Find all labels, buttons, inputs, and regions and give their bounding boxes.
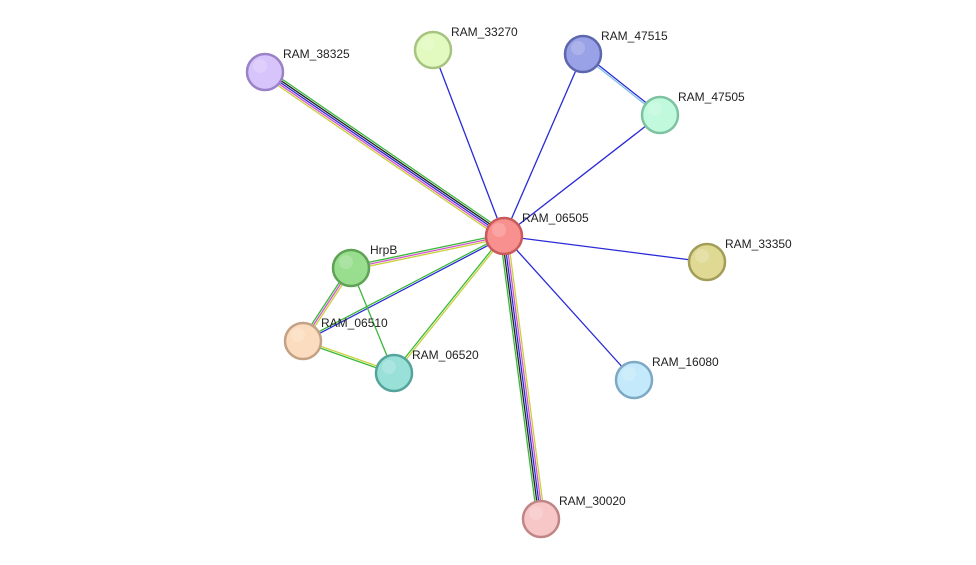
edge-RAM_06505-RAM_38325[interactable] (262, 68, 507, 240)
edge-RAM_06505-HrpB[interactable] (350, 233, 505, 271)
node-highlight (622, 367, 636, 381)
node-HrpB[interactable]: HrpB (331, 243, 397, 288)
edge-evidence-line (507, 235, 546, 519)
node-RAM_16080[interactable]: RAM_16080 (614, 355, 719, 400)
node-circle[interactable] (283, 321, 323, 361)
edge-RAM_06505-RAM_47515[interactable] (503, 53, 584, 237)
node-label: HrpB (370, 243, 397, 257)
node-RAM_06510[interactable]: RAM_06510 (283, 316, 388, 361)
edge-RAM_06505-RAM_06520[interactable] (392, 234, 506, 375)
node-label: RAM_06505 (522, 211, 589, 225)
edge-evidence-line (501, 236, 540, 520)
edge-RAM_06505-RAM_06510[interactable] (302, 234, 505, 343)
node-circle[interactable] (374, 353, 414, 393)
node-RAM_30020[interactable]: RAM_30020 (521, 494, 626, 539)
node-RAM_47515[interactable]: RAM_47515 (563, 29, 668, 74)
node-label: RAM_47515 (601, 29, 668, 43)
node-label: RAM_06520 (412, 348, 479, 362)
edge-evidence-line (392, 234, 504, 373)
edge-evidence-line (503, 235, 542, 520)
edge-RAM_06505-RAM_33270[interactable] (432, 49, 505, 237)
node-highlight (291, 328, 305, 342)
node-circle[interactable] (245, 52, 285, 92)
node-highlight (382, 360, 396, 374)
edge-evidence-line (503, 235, 708, 263)
node-circle[interactable] (614, 360, 654, 400)
node-circle[interactable] (563, 34, 603, 74)
edge-evidence-line (263, 73, 504, 239)
node-layer: RAM_06505 RAM_38325 RAM_33270 RAM_47515RAM_… (245, 25, 792, 539)
edge-evidence-line (265, 69, 506, 235)
node-highlight (492, 223, 506, 237)
edge-evidence-line (351, 237, 505, 271)
node-label: RAM_06510 (321, 316, 388, 330)
node-highlight (571, 41, 585, 55)
node-highlight (339, 255, 353, 269)
edge-evidence-line (350, 235, 505, 269)
node-label: RAM_38325 (283, 47, 350, 61)
edge-evidence-line (350, 233, 504, 267)
edge-evidence-line (503, 53, 584, 237)
node-RAM_38325[interactable]: RAM_38325 (245, 47, 350, 92)
node-circle[interactable] (687, 242, 727, 282)
node-label: RAM_16080 (652, 355, 719, 369)
edge-evidence-line (266, 68, 507, 234)
edge-evidence-line (394, 236, 506, 375)
edge-evidence-line (432, 49, 505, 237)
node-RAM_33350[interactable]: RAM_33350 (687, 237, 792, 282)
node-highlight (529, 506, 543, 520)
edge-evidence-line (262, 74, 503, 240)
node-label: RAM_47505 (678, 90, 745, 104)
edge-evidence-line (302, 234, 504, 341)
node-label: RAM_33350 (725, 237, 792, 251)
edge-RAM_06505-RAM_30020[interactable] (499, 235, 546, 520)
edge-RAM_06505-RAM_16080[interactable] (503, 235, 635, 381)
edge-RAM_06505-RAM_33350[interactable] (503, 235, 708, 263)
node-highlight (648, 102, 662, 116)
node-circle[interactable] (640, 95, 680, 135)
node-label: RAM_33270 (451, 25, 518, 39)
edge-RAM_06505-RAM_47505[interactable] (503, 114, 661, 237)
node-label: RAM_30020 (559, 494, 626, 508)
node-circle[interactable] (413, 30, 453, 70)
edge-layer (262, 49, 708, 520)
node-highlight (695, 249, 709, 263)
edge-evidence-line (505, 235, 544, 519)
node-RAM_33270[interactable]: RAM_33270 (413, 25, 518, 70)
node-highlight (253, 59, 267, 73)
edge-evidence-line (499, 236, 538, 520)
edge-evidence-line (303, 236, 505, 343)
node-highlight (421, 37, 435, 51)
node-circle[interactable] (521, 499, 561, 539)
node-RAM_06520[interactable]: RAM_06520 (374, 348, 479, 393)
node-RAM_06505[interactable]: RAM_06505 (484, 211, 589, 256)
node-RAM_47505[interactable]: RAM_47505 (640, 90, 745, 135)
node-circle[interactable] (484, 216, 524, 256)
edge-evidence-line (264, 71, 505, 237)
node-circle[interactable] (331, 248, 371, 288)
edge-evidence-line (503, 235, 635, 381)
edge-evidence-line (503, 114, 661, 237)
